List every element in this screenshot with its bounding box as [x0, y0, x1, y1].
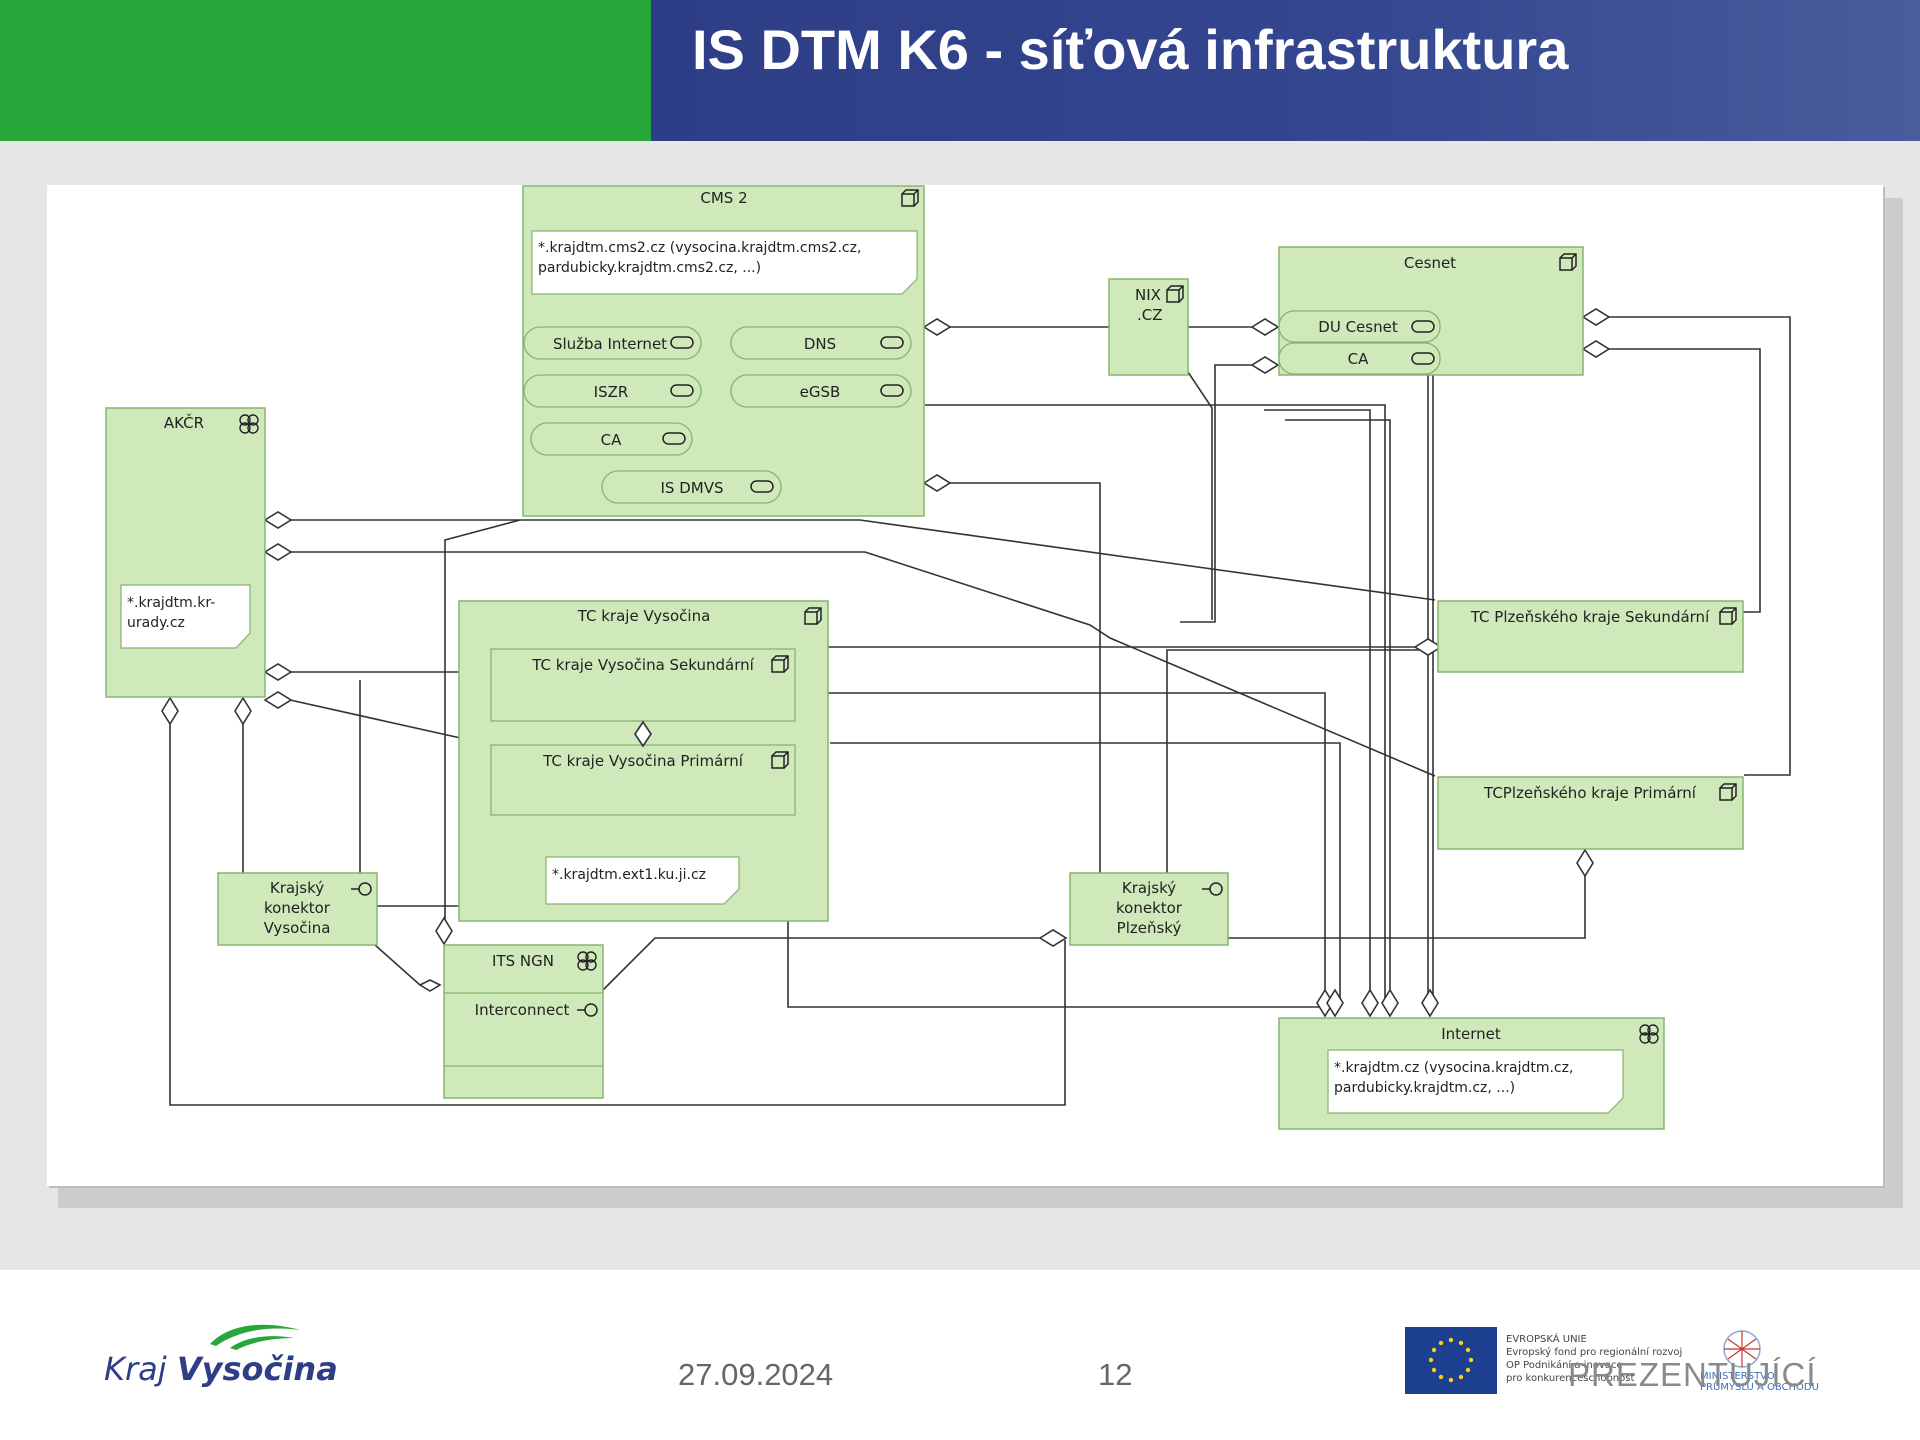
svg-text:urady.cz: urady.cz [127, 615, 185, 631]
cms2-note-line1: *.krajdtm.cms2.cz (vysocina.krajdtm.cms2… [538, 240, 861, 256]
logo-swoosh-icon [210, 1324, 300, 1350]
cms2-note-line2: pardubicky.krajdtm.cms2.cz, ...) [538, 260, 761, 276]
mpo-globe-icon [1723, 1330, 1761, 1368]
svg-text:TC kraje Vysočina Sekundární: TC kraje Vysočina Sekundární [531, 656, 754, 674]
aggregation-diamond [634, 720, 652, 748]
cms2-title: CMS 2 [700, 189, 747, 207]
svg-text:Krajský: Krajský [1122, 879, 1176, 897]
cms2-note [531, 230, 918, 295]
interface-icon [351, 882, 372, 896]
service-dns[interactable]: DNS [730, 326, 912, 360]
page-number: 12 [1098, 1357, 1133, 1392]
kraj-vysocina-logo: Kraj Vysočina [104, 1318, 338, 1393]
svg-text:DNS: DNS [804, 335, 836, 353]
service-is-dmvs[interactable]: IS DMVS [601, 470, 782, 504]
service-egsb[interactable]: eGSB [730, 374, 912, 408]
tc-vysocina-primary[interactable]: TC kraje Vysočina Primární [490, 744, 796, 816]
internet-note [1327, 1049, 1624, 1114]
interconnect-label: Interconnect [475, 1001, 570, 1019]
internet-node[interactable]: Internet *.krajdtm.cz (vysocina.krajdtm.… [1278, 1017, 1665, 1130]
svg-text:ITS NGN: ITS NGN [492, 952, 554, 970]
svg-text:NIX: NIX [1135, 286, 1161, 304]
interface-icon [1202, 882, 1223, 896]
logo-vysocina: Vysočina [176, 1350, 338, 1388]
tc-plzen-secondary-node[interactable]: TC Plzeňského kraje Sekundární [1437, 600, 1744, 673]
cms2-node[interactable]: CMS 2 *.krajdtm.cms2.cz (vysocina.krajdt… [522, 185, 925, 517]
cesnet-node[interactable]: Cesnet DU Cesnet CA [1278, 246, 1584, 376]
slide-title: IS DTM K6 - síťová infrastruktura [692, 18, 1569, 81]
service-du-cesnet[interactable]: DU Cesnet [1278, 310, 1441, 343]
svg-text:Cesnet: Cesnet [1404, 254, 1456, 272]
footer-date: 27.09.2024 [678, 1357, 834, 1392]
tc-vysocina-node[interactable]: TC kraje Vysočina TC kraje Vysočina Seku… [458, 600, 829, 922]
akcr-node[interactable]: AKČR *.krajdtm.kr- urady.cz [105, 407, 266, 698]
svg-text:konektor: konektor [1116, 899, 1183, 917]
logo-kraj: Kraj [104, 1350, 177, 1388]
header-green-bar [0, 0, 651, 141]
service-sluzba-internet[interactable]: Služba Internet [523, 326, 702, 360]
svg-text:*.krajdtm.kr-: *.krajdtm.kr- [127, 595, 215, 611]
tc-vysocina-note [545, 856, 740, 905]
svg-text:.CZ: .CZ [1137, 306, 1163, 324]
svg-text:TCPlzeňského kraje Primární: TCPlzeňského kraje Primární [1483, 784, 1697, 802]
svg-text:Krajský: Krajský [270, 879, 324, 897]
interface-icon [577, 1003, 598, 1017]
svg-text:ISZR: ISZR [594, 383, 629, 401]
its-ngn-node[interactable]: ITS NGN Interconnect [443, 944, 604, 1099]
svg-text:CA: CA [601, 431, 622, 449]
svg-text:eGSB: eGSB [800, 383, 841, 401]
svg-text:AKČR: AKČR [164, 413, 204, 432]
eu-text: EVROPSKÁ UNIE Evropský fond pro regionál… [1506, 1334, 1683, 1384]
service-ca[interactable]: CA [530, 422, 693, 456]
konektor-vysocina-node[interactable]: Krajský konektor Vysočina [217, 872, 378, 946]
svg-text:konektor: konektor [264, 899, 331, 917]
svg-text:*.krajdtm.ext1.ku.ji.cz: *.krajdtm.ext1.ku.ji.cz [552, 867, 706, 883]
service-cesnet-ca[interactable]: CA [1278, 342, 1441, 375]
svg-text:*.krajdtm.cz (vysocina.krajdtm: *.krajdtm.cz (vysocina.krajdtm.cz, [1334, 1060, 1573, 1076]
svg-text:DU Cesnet: DU Cesnet [1318, 318, 1398, 336]
mpo-logo: MINISTERSTVO PRŮMYSLU A OBCHODU [1700, 1325, 1840, 1397]
svg-text:TC kraje Vysočina: TC kraje Vysočina [577, 607, 711, 625]
svg-text:TC kraje Vysočina Primární: TC kraje Vysočina Primární [542, 752, 744, 770]
header-blue-bar [651, 0, 1920, 141]
svg-text:Plzeňský: Plzeňský [1117, 919, 1182, 937]
svg-text:IS DMVS: IS DMVS [661, 479, 724, 497]
connector-lines [169, 316, 1791, 1106]
eu-flag-icon [1405, 1327, 1497, 1394]
nix-node[interactable]: NIX .CZ [1108, 278, 1189, 376]
svg-text:Služba Internet: Služba Internet [553, 335, 667, 353]
presenter-label: PREZENTUJÍCÍ [1568, 1356, 1817, 1393]
svg-text:CA: CA [1348, 350, 1369, 368]
svg-text:pardubicky.krajdtm.cz, ...): pardubicky.krajdtm.cz, ...) [1334, 1080, 1515, 1096]
tc-vysocina-secondary[interactable]: TC kraje Vysočina Sekundární [490, 648, 796, 722]
svg-text:TC Plzeňského kraje Sekundární: TC Plzeňského kraje Sekundární [1470, 608, 1710, 626]
service-iszr[interactable]: ISZR [523, 374, 702, 408]
svg-text:Internet: Internet [1441, 1025, 1501, 1043]
svg-text:Vysočina: Vysočina [264, 919, 331, 937]
konektor-plzen-node[interactable]: Krajský konektor Plzeňský [1069, 872, 1229, 946]
tc-plzen-primary-node[interactable]: TCPlzeňského kraje Primární [1437, 776, 1744, 850]
akcr-note [120, 584, 251, 649]
